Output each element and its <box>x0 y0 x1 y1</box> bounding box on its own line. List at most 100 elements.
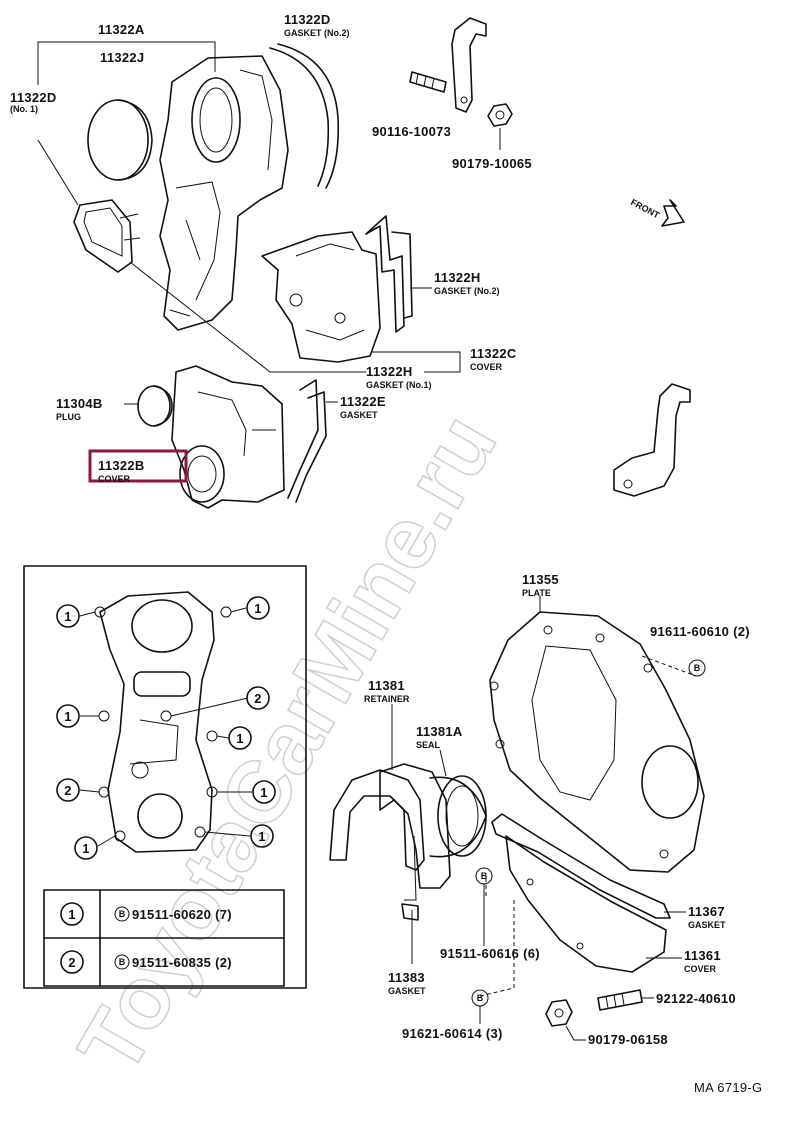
callout-90116: 90116-10073 <box>372 124 451 139</box>
svg-text:91511-60616 (6): 91511-60616 (6) <box>440 946 540 961</box>
svg-text:B: B <box>477 993 484 1003</box>
svg-text:11322A: 11322A <box>98 22 145 37</box>
svg-text:91511-60835 (2): 91511-60835 (2) <box>132 955 232 970</box>
svg-text:11322D: 11322D <box>284 12 331 27</box>
svg-text:11367: 11367 <box>688 904 725 919</box>
svg-text:11361: 11361 <box>684 948 721 963</box>
callout-11322d-no1: 11322D(No. 1) <box>10 90 56 114</box>
callout-91511-60616: 91511-60616 (6) <box>440 946 540 961</box>
callout-91611: 91611-60610 (2) <box>650 624 750 639</box>
plug-11304b <box>137 385 171 427</box>
plate-11355 <box>489 611 705 873</box>
svg-text:(No. 1): (No. 1) <box>10 104 38 114</box>
svg-text:11322J: 11322J <box>100 50 144 65</box>
svg-text:11322C: 11322C <box>470 346 517 361</box>
bolt-map-cover <box>99 591 215 853</box>
callout-11322j: 11322J <box>100 50 144 65</box>
svg-text:1: 1 <box>236 731 244 746</box>
svg-text:1: 1 <box>68 907 76 922</box>
svg-text:2: 2 <box>68 955 76 970</box>
svg-text:GASKET: GASKET <box>340 410 378 420</box>
svg-text:B: B <box>119 909 126 919</box>
callout-92122: 92122-40610 <box>656 991 736 1006</box>
svg-text:1: 1 <box>258 829 266 844</box>
bolt-map-panel <box>23 565 307 989</box>
gasket-11322d-no1 <box>73 199 133 273</box>
bracket-right <box>613 383 691 497</box>
bolt-map-marker: 1 <box>74 836 98 860</box>
svg-text:90179-10065: 90179-10065 <box>452 156 532 171</box>
bolt-map-marker: 1 <box>252 780 276 804</box>
svg-text:11322H: 11322H <box>366 364 413 379</box>
nut-90179-10065 <box>487 103 513 127</box>
svg-text:91511-60620 (7): 91511-60620 (7) <box>132 907 232 922</box>
bolt-marker: B <box>688 659 706 677</box>
gasket-11383 <box>329 769 425 871</box>
svg-text:91621-60614 (3): 91621-60614 (3) <box>402 1026 503 1041</box>
svg-text:11381A: 11381A <box>416 724 463 739</box>
bolt-map-marker: 1 <box>250 824 274 848</box>
bolt-map-marker: 1 <box>228 726 252 750</box>
svg-text:B: B <box>694 663 701 673</box>
figure-code: MA 6719-G <box>694 1080 762 1095</box>
svg-text:90116-10073: 90116-10073 <box>372 124 451 139</box>
bolt-map-marker: 1 <box>246 596 270 620</box>
gasket-11322d-no2 <box>269 47 330 187</box>
cover-11361 <box>505 835 667 973</box>
bolt-legend-table: 1 B 91511-60620 (7) 2 B 91511-60835 (2) <box>43 889 285 987</box>
svg-text:B: B <box>481 871 488 881</box>
bolt-map-marker: 2 <box>246 686 270 710</box>
svg-text:2: 2 <box>64 783 72 798</box>
svg-text:11381: 11381 <box>368 678 405 693</box>
front-arrow: FRONT <box>629 197 685 227</box>
gasket-11322e <box>287 379 319 499</box>
callout-91621: 91621-60614 (3) <box>402 1026 503 1041</box>
svg-text:92122-40610: 92122-40610 <box>656 991 736 1006</box>
retainer-11381 <box>379 763 451 889</box>
cover-11322b <box>171 365 285 509</box>
svg-text:1: 1 <box>260 785 268 800</box>
bracket-top <box>451 17 487 113</box>
svg-text:B: B <box>119 957 126 967</box>
seal-11381a <box>437 775 487 857</box>
gasket-11322h-no2 <box>365 215 405 333</box>
svg-text:2: 2 <box>254 691 262 706</box>
callout-11322a: 11322A <box>98 22 145 37</box>
seal-11322j <box>87 99 149 181</box>
highlight-box <box>88 449 188 483</box>
svg-text:GASKET: GASKET <box>388 986 426 996</box>
bolt-marker: B <box>471 989 489 1007</box>
gasket-11367 <box>491 813 671 919</box>
callout-90179-10065: 90179-10065 <box>452 156 532 171</box>
nut-90179-06158 <box>545 999 573 1027</box>
svg-text:PLUG: PLUG <box>56 412 81 422</box>
svg-text:GASKET (No.2): GASKET (No.2) <box>284 28 350 38</box>
stud-90116 <box>409 71 447 93</box>
svg-text:COVER: COVER <box>98 474 131 484</box>
svg-text:11304B: 11304B <box>56 396 103 411</box>
svg-text:11322H: 11322H <box>434 270 481 285</box>
svg-text:COVER: COVER <box>470 362 503 372</box>
svg-text:11322E: 11322E <box>340 394 386 409</box>
svg-text:RETAINER: RETAINER <box>364 694 410 704</box>
svg-text:11355: 11355 <box>522 572 559 587</box>
svg-text:GASKET: GASKET <box>688 920 726 930</box>
svg-text:COVER: COVER <box>684 964 717 974</box>
bolt-map-marker: 1 <box>56 704 80 728</box>
bolt-map-marker: 1 <box>56 604 80 628</box>
bolt-marker: B <box>475 867 493 885</box>
stud-92122 <box>597 989 643 1011</box>
svg-text:GASKET (No.2): GASKET (No.2) <box>434 286 500 296</box>
svg-text:1: 1 <box>64 609 72 624</box>
svg-text:GASKET (No.1): GASKET (No.1) <box>366 380 432 390</box>
